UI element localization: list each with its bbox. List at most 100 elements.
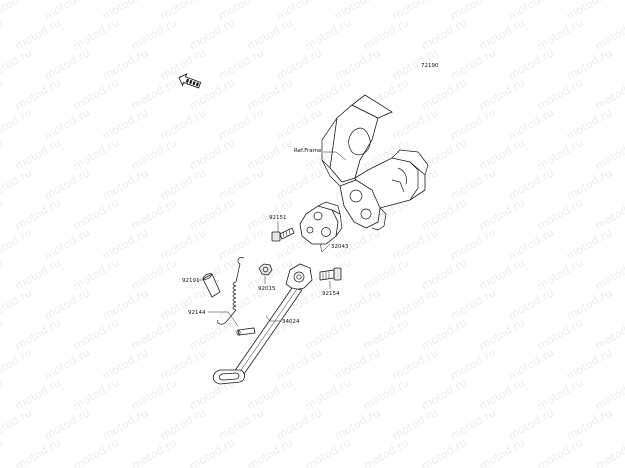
watermark-text: motod.ru — [419, 16, 469, 52]
watermark-text: motod.ru — [71, 316, 121, 352]
ref-frame-label: Ref.Frame — [294, 148, 322, 154]
watermark-text: motod.ru — [593, 436, 625, 468]
watermark-text: motod.ru — [419, 316, 469, 352]
watermark-text: motod.ru — [477, 256, 527, 292]
watermark-text: motod.ru — [42, 406, 92, 442]
watermark-text: motod.ru — [506, 46, 556, 82]
watermark-text: motod.ru — [477, 316, 527, 352]
watermark-text: motod.ru — [129, 76, 179, 112]
watermark-text: motod.ru — [564, 346, 614, 382]
watermark-text: motod.ru — [71, 16, 121, 52]
watermark-text: motod.ru — [13, 436, 63, 468]
watermark-text: motod.ru — [216, 46, 266, 82]
watermark-text: motod.ru — [158, 406, 208, 442]
nut-92015 — [258, 263, 273, 276]
watermark-text: motod.ru — [0, 106, 34, 142]
watermark-text: motod.ru — [129, 376, 179, 412]
watermark-text: motod.ru — [390, 226, 440, 262]
leader-lines — [198, 151, 347, 327]
bolt-92151 — [271, 227, 295, 242]
watermark-text: motod.ru — [564, 166, 614, 202]
watermark-text: motod.ru — [303, 436, 353, 468]
watermark-text: motod.ru — [506, 226, 556, 262]
watermark-text: motod.ru — [448, 46, 498, 82]
watermark-text: motod.ru — [564, 46, 614, 82]
watermark-text: motod.ru — [158, 166, 208, 202]
watermark-text: motod.ru — [303, 76, 353, 112]
watermark-text: motod.ru — [0, 286, 34, 322]
watermark-text: motod.ru — [129, 256, 179, 292]
watermark-text: motod.ru — [448, 406, 498, 442]
part-label-92191: 92191 — [182, 278, 200, 284]
watermark-text: motod.ru — [274, 406, 324, 442]
watermark-text: motod.ru — [564, 286, 614, 322]
watermark-text: motod.ru — [187, 16, 237, 52]
watermark-text: motod.ru — [593, 256, 625, 292]
watermark-text: motod.ru — [42, 286, 92, 322]
watermark-text: motod.ru — [390, 346, 440, 382]
watermark-text: motod.ru — [158, 346, 208, 382]
watermark-text: motod.ru — [593, 16, 625, 52]
watermark-text: motod.ru — [390, 106, 440, 142]
watermark-text: motod.ru — [13, 376, 63, 412]
watermark-text: motod.ru — [303, 16, 353, 52]
watermark-text: motod.ru — [477, 436, 527, 468]
watermark-text: motod.ru — [158, 226, 208, 262]
watermark-text: motod.ru — [593, 376, 625, 412]
watermark-text: motod.ru — [506, 106, 556, 142]
watermark-text: motod.ru — [332, 46, 382, 82]
watermark-text: motod.ru — [71, 256, 121, 292]
watermark-text: motod.ru — [129, 316, 179, 352]
watermark-text: motod.ru — [506, 346, 556, 382]
watermark-text: motod.ru — [216, 406, 266, 442]
watermark-text: motod.ru — [100, 286, 150, 322]
watermark-text: motod.ru — [419, 196, 469, 232]
watermark-text: motod.ru — [71, 376, 121, 412]
watermark-text: motod.ru — [158, 106, 208, 142]
watermark-text: motod.ru — [129, 16, 179, 52]
watermark-text: motod.ru — [0, 76, 5, 112]
watermark-text: motod.ru — [361, 436, 411, 468]
watermark-text: motod.ru — [535, 316, 585, 352]
watermark-text: motod.ru — [0, 0, 34, 23]
watermark-text: motod.ru — [245, 436, 295, 468]
watermark-text: motod.ru — [13, 256, 63, 292]
watermark-text: motod.ru — [506, 406, 556, 442]
watermark-text: motod.ru — [274, 166, 324, 202]
watermark-text: motod.ru — [303, 376, 353, 412]
watermark-text: motod.ru — [593, 76, 625, 112]
watermark-text: motod.ru — [593, 316, 625, 352]
watermark-text: motod.ru — [0, 136, 5, 172]
watermark-text: motod.ru — [158, 286, 208, 322]
watermark-text: motod.ru — [535, 136, 585, 172]
watermark-text: motod.ru — [129, 136, 179, 172]
watermark-text: motod.ru — [13, 76, 63, 112]
watermark-text: motod.ru — [448, 226, 498, 262]
watermark-text: motod.ru — [42, 106, 92, 142]
watermark-text: motod.ru — [564, 226, 614, 262]
watermark-text: motod.ru — [100, 166, 150, 202]
part-label-92015: 92015 — [258, 286, 276, 292]
watermark-text: motod.ru — [332, 286, 382, 322]
watermark-text: motod.ru — [13, 316, 63, 352]
watermark-text: motod.ru — [274, 346, 324, 382]
watermark-text: motod.ru — [390, 406, 440, 442]
part-label-32043: 32043 — [331, 244, 349, 250]
watermark-text: motod.ru — [419, 436, 469, 468]
watermark-text: motod.ru — [0, 346, 34, 382]
stand-bracket-32043 — [299, 201, 343, 245]
front-arrow-icon — [178, 73, 202, 89]
frame-drawing — [321, 94, 429, 231]
watermark-text: motod.ru — [274, 106, 324, 142]
watermark-text: motod.ru — [42, 226, 92, 262]
part-label-92154: 92154 — [322, 291, 340, 297]
watermark-text: motod.ru — [187, 196, 237, 232]
watermark-text: motod.ru — [245, 16, 295, 52]
watermark-text: motod.ru — [245, 136, 295, 172]
watermark-text: motod.ru — [448, 286, 498, 322]
watermark-text: motod.ru — [419, 136, 469, 172]
watermark-text: motod.ru — [216, 106, 266, 142]
watermark-text: motod.ru — [390, 286, 440, 322]
watermark-text: motod.ru — [448, 106, 498, 142]
